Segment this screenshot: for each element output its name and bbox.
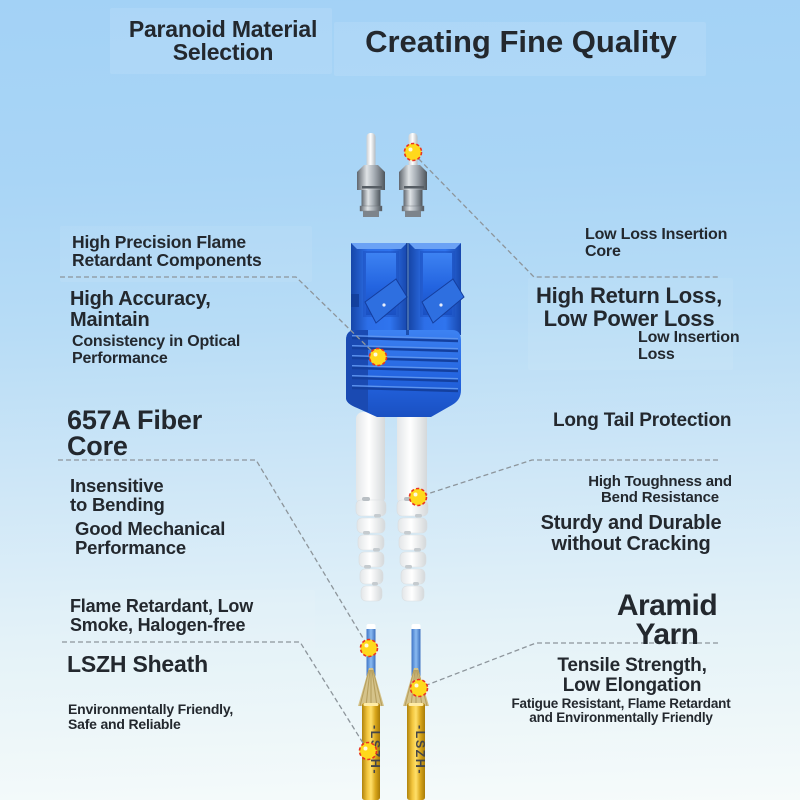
text-panel (60, 590, 315, 650)
page-title: Creating Fine Quality (365, 24, 677, 59)
callout-insensitive: Insensitive to Bending (70, 475, 165, 516)
header-subtitle-panel (110, 8, 332, 74)
callout-fatigue: Fatigue Resistant, Flame Retardant and E… (511, 696, 731, 726)
marker-ferrule-icon (403, 142, 423, 162)
ferrule-right (399, 133, 427, 217)
marker-boot-icon (408, 487, 428, 507)
callout-line-low-loss (412, 152, 718, 278)
marker-jacket-icon (358, 741, 378, 761)
callout-tensile: Tensile Strength, Low Elongation (557, 655, 707, 696)
boot-right (396, 412, 429, 602)
callout-line-long-tail (417, 459, 718, 498)
callout-line-aramid (418, 642, 718, 689)
cable-right: -LSZH- (403, 624, 429, 800)
callout-lszh-sheath: LSZH Sheath (67, 651, 208, 677)
lc-connector (346, 243, 465, 417)
callout-markers (358, 142, 429, 761)
callout-fiber-core: 657A Fiber Core (67, 405, 203, 462)
callout-sturdy: Sturdy and Durable without Cracking (540, 512, 722, 555)
cable-print-right: -LSZH- (413, 725, 427, 775)
header-title-panel (334, 22, 706, 76)
text-panel (528, 278, 733, 370)
callout-high-precision: High Precision Flame Retardant Component… (72, 232, 262, 271)
callout-high-accuracy: High Accuracy, Maintain (70, 288, 211, 331)
callout-line-high-precision (60, 276, 379, 358)
callout-aramid-yarn: Aramid Yarn (616, 589, 718, 651)
callout-high-toughness: High Toughness and Bend Resistance (588, 473, 732, 506)
callout-line-flame-retardant (62, 641, 369, 752)
callout-environmentally: Environmentally Friendly, Safe and Relia… (68, 701, 234, 732)
callout-low-insertion: Low Insertion Loss (638, 329, 740, 363)
marker-aramid-icon (409, 678, 429, 698)
text-panel (60, 226, 312, 282)
boot-left (355, 412, 387, 602)
callout-high-return: High Return Loss, Low Power Loss (535, 283, 723, 332)
callout-long-tail: Long Tail Protection (553, 410, 732, 431)
marker-connector-icon (368, 347, 388, 367)
ferrule-left (357, 133, 385, 217)
callout-low-loss: Low Loss Insertion Core (585, 226, 728, 260)
callout-flame-retardant: Flame Retardant, Low Smoke, Halogen-free (70, 596, 254, 635)
callout-consistency: Consistency in Optical Performance (72, 333, 241, 367)
callout-good-mechanical: Good Mechanical Performance (75, 518, 226, 559)
marker-fiber-icon (359, 638, 379, 658)
callout-line-fiber-core (58, 459, 370, 649)
header-subtitle: Paranoid Material Selection (128, 16, 318, 65)
